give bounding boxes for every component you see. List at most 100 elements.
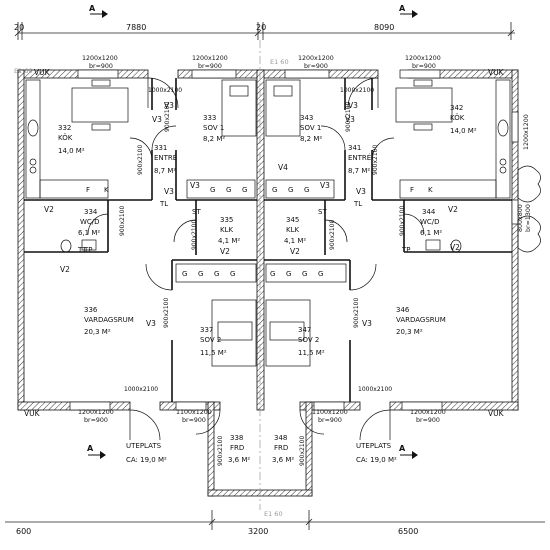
window-label-size-4: 1200x1200 [405, 55, 441, 62]
wall-v3-8: V3 [356, 187, 366, 196]
tp-label-left: TP [83, 246, 93, 254]
svg-text:A: A [399, 444, 406, 453]
window-label-br-7: br=900 [182, 417, 206, 424]
g-label-2: G [226, 186, 231, 194]
svg-text:VARDAGSRUM: VARDAGSRUM [84, 316, 134, 324]
wall-v3-6: V3 [190, 181, 200, 190]
window-label-br-1: br=900 [89, 63, 113, 70]
section-marker-bottom-right: A [399, 444, 418, 459]
door-label-7: 900x2100 [345, 102, 352, 132]
svg-text:8,2 M²: 8,2 M² [203, 135, 225, 143]
svg-text:VARDAGSRUM: VARDAGSRUM [396, 316, 446, 324]
axis-label-bottom: E1 60 [264, 510, 283, 518]
g-label-7: G [182, 270, 187, 278]
wall-v3-1: V3 [164, 101, 174, 110]
svg-text:ENTRÉ: ENTRÉ [348, 153, 371, 162]
door-label-9: 900x2100 [119, 206, 126, 236]
door-label-14: 900x2100 [353, 298, 360, 328]
st-label-right: ST [318, 208, 327, 216]
svg-text:20,3 M²: 20,3 M² [396, 328, 423, 336]
dim-bottom-1: 600 [16, 527, 31, 536]
section-marker-bottom-left: A [87, 444, 106, 459]
wall-v3-9: V3 [146, 319, 156, 328]
svg-text:6,1 M²: 6,1 M² [420, 229, 442, 237]
window-label-size-8: 1100x1200 [312, 409, 348, 416]
window-label-size-2: 1200x1200 [192, 55, 228, 62]
bed-sov1-left [221, 79, 257, 137]
top-dimension-line [14, 22, 515, 40]
window-label-size-3: 1200x1200 [298, 55, 334, 62]
g-label-9: G [214, 270, 219, 278]
door-label-5: 900x2100 [137, 145, 144, 175]
svg-text:ENTRÉ: ENTRÉ [154, 153, 177, 162]
bed-sov1-right [265, 79, 301, 137]
wall-v3-10: V3 [362, 319, 372, 328]
st-label-left: ST [192, 208, 201, 216]
svg-text:6,1 M²: 6,1 M² [78, 229, 100, 237]
kitchen-left-fixtures [25, 79, 129, 199]
svg-text:KÖK: KÖK [58, 133, 73, 142]
door-label-6: 900x2100 [164, 102, 171, 132]
g-label-4: G [272, 186, 277, 194]
window-label-br-3: br=900 [304, 63, 328, 70]
wall-v3-3: V3 [348, 101, 358, 110]
g-label-3: G [242, 186, 247, 194]
exterior-walls [17, 69, 519, 497]
g-label-12: G [286, 270, 291, 278]
svg-text:335: 335 [220, 216, 233, 224]
wall-v3-7: V3 [320, 181, 330, 190]
svg-text:341: 341 [348, 144, 361, 152]
g-label-6: G [304, 186, 309, 194]
window-label-size-7: 1100x1200 [176, 409, 212, 416]
window-label-size-5: 1200x1200 [78, 409, 114, 416]
door-label-2: 1000x2100 [340, 87, 374, 94]
window-label-br-10: br=1300 [525, 204, 532, 232]
svg-text:348: 348 [274, 434, 287, 442]
svg-text:14,0 M²: 14,0 M² [58, 147, 85, 155]
svg-text:345: 345 [286, 216, 299, 224]
wall-v2-3: V2 [220, 247, 230, 256]
axis-label-top: E1 60 [270, 58, 289, 66]
dim-top-1: 20 [14, 23, 24, 32]
window-openings [69, 69, 519, 411]
bed-sov2-left [211, 299, 257, 367]
door-label-12: 900x2100 [399, 206, 406, 236]
svg-text:CA: 19,0 M²: CA: 19,0 M² [356, 456, 397, 464]
bottom-dimension-line [5, 510, 545, 530]
svg-text:337: 337 [200, 326, 213, 334]
svg-text:3,6 M²: 3,6 M² [272, 456, 294, 464]
svg-text:342: 342 [450, 104, 463, 112]
window-label-br-6: br=900 [416, 417, 440, 424]
dim-top-3: 20 [256, 23, 266, 32]
window-label-size-9: 1200x1200 [523, 114, 530, 150]
door-label-13: 900x2100 [163, 298, 170, 328]
bed-sov2-right [265, 299, 311, 367]
fridge-label-right-f: F [410, 186, 414, 194]
interior-walls [24, 78, 512, 402]
svg-text:11,5 M²: 11,5 M² [298, 349, 325, 357]
tl-label-right: TL [353, 200, 362, 208]
dim-bottom-2: 3200 [248, 527, 268, 536]
axis-label-left: E1 60 [14, 67, 33, 75]
wall-v2-6: V2 [450, 243, 460, 252]
dim-bottom-3: 6500 [398, 527, 418, 536]
wall-v4: V4 [278, 163, 288, 172]
window-label-br-5: br=900 [84, 417, 108, 424]
svg-text:336: 336 [84, 306, 98, 314]
door-swings [87, 77, 425, 441]
svg-text:A: A [87, 444, 94, 453]
g-label-11: G [270, 270, 275, 278]
svg-text:WC/D: WC/D [80, 218, 100, 226]
g-label-13: G [302, 270, 307, 278]
g-label-14: G [318, 270, 323, 278]
svg-text:346: 346 [396, 306, 410, 314]
